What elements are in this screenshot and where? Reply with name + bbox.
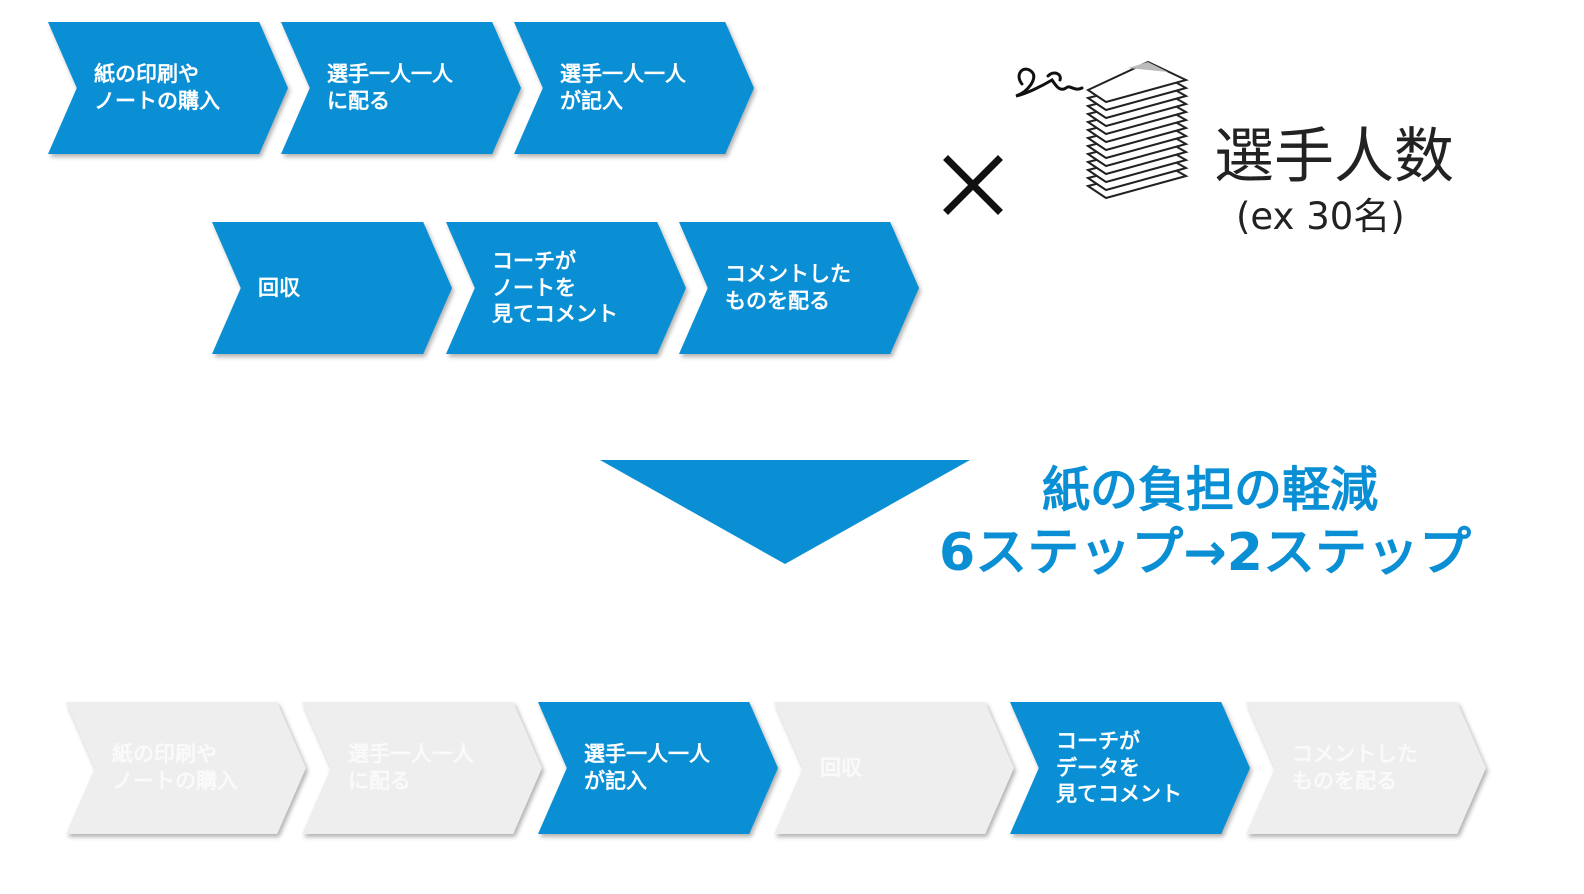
paper-stack-icon: [1015, 60, 1189, 200]
step-chevron: 紙の印刷や ノートの購入: [66, 702, 306, 834]
step-label: 選手一人一人 に配る: [327, 62, 453, 113]
step-chevron: 回収: [774, 702, 1014, 834]
step-label: 回収: [820, 755, 862, 780]
step-label: コメントした ものを配る: [725, 262, 851, 313]
step-chevron: コーチが ノートを 見てコメント: [446, 222, 686, 354]
down-arrow-icon: [600, 460, 970, 564]
step-label: コーチが ノートを 見てコメント: [492, 248, 618, 327]
step-chevron: 選手一人一人 が記入: [514, 22, 754, 154]
step-chevron: 選手一人一人 に配る: [302, 702, 542, 834]
step-label: 選手一人一人 が記入: [584, 742, 710, 793]
step-label: 選手一人一人 に配る: [348, 742, 474, 793]
multiply-icon: [943, 155, 1003, 215]
step-chevron: コメントした ものを配る: [679, 222, 919, 354]
step-label: コメントした ものを配る: [1292, 742, 1418, 793]
step-label: 選手一人一人 が記入: [560, 62, 686, 113]
result-headline: 紙の負担の軽減: [1041, 462, 1378, 518]
step-chevron: コメントした ものを配る: [1246, 702, 1486, 834]
player-count-example: (ex 30名): [1236, 195, 1405, 238]
step-label: 紙の印刷や ノートの購入: [112, 742, 238, 793]
result-steps: 6ステップ→2ステップ: [939, 523, 1471, 583]
step-chevron: 紙の印刷や ノートの購入: [48, 22, 288, 154]
step-label: 紙の印刷や ノートの購入: [94, 62, 220, 113]
step-chevron-active: コーチが データを 見てコメント: [1010, 702, 1250, 834]
player-count-label: 選手人数: [1214, 122, 1454, 192]
step-label: 回収: [258, 275, 300, 300]
step-chevron-active: 選手一人一人 が記入: [538, 702, 778, 834]
step-chevron: 選手一人一人 に配る: [281, 22, 521, 154]
step-chevron: 回収: [212, 222, 452, 354]
step-label: コーチが データを 見てコメント: [1056, 728, 1182, 807]
